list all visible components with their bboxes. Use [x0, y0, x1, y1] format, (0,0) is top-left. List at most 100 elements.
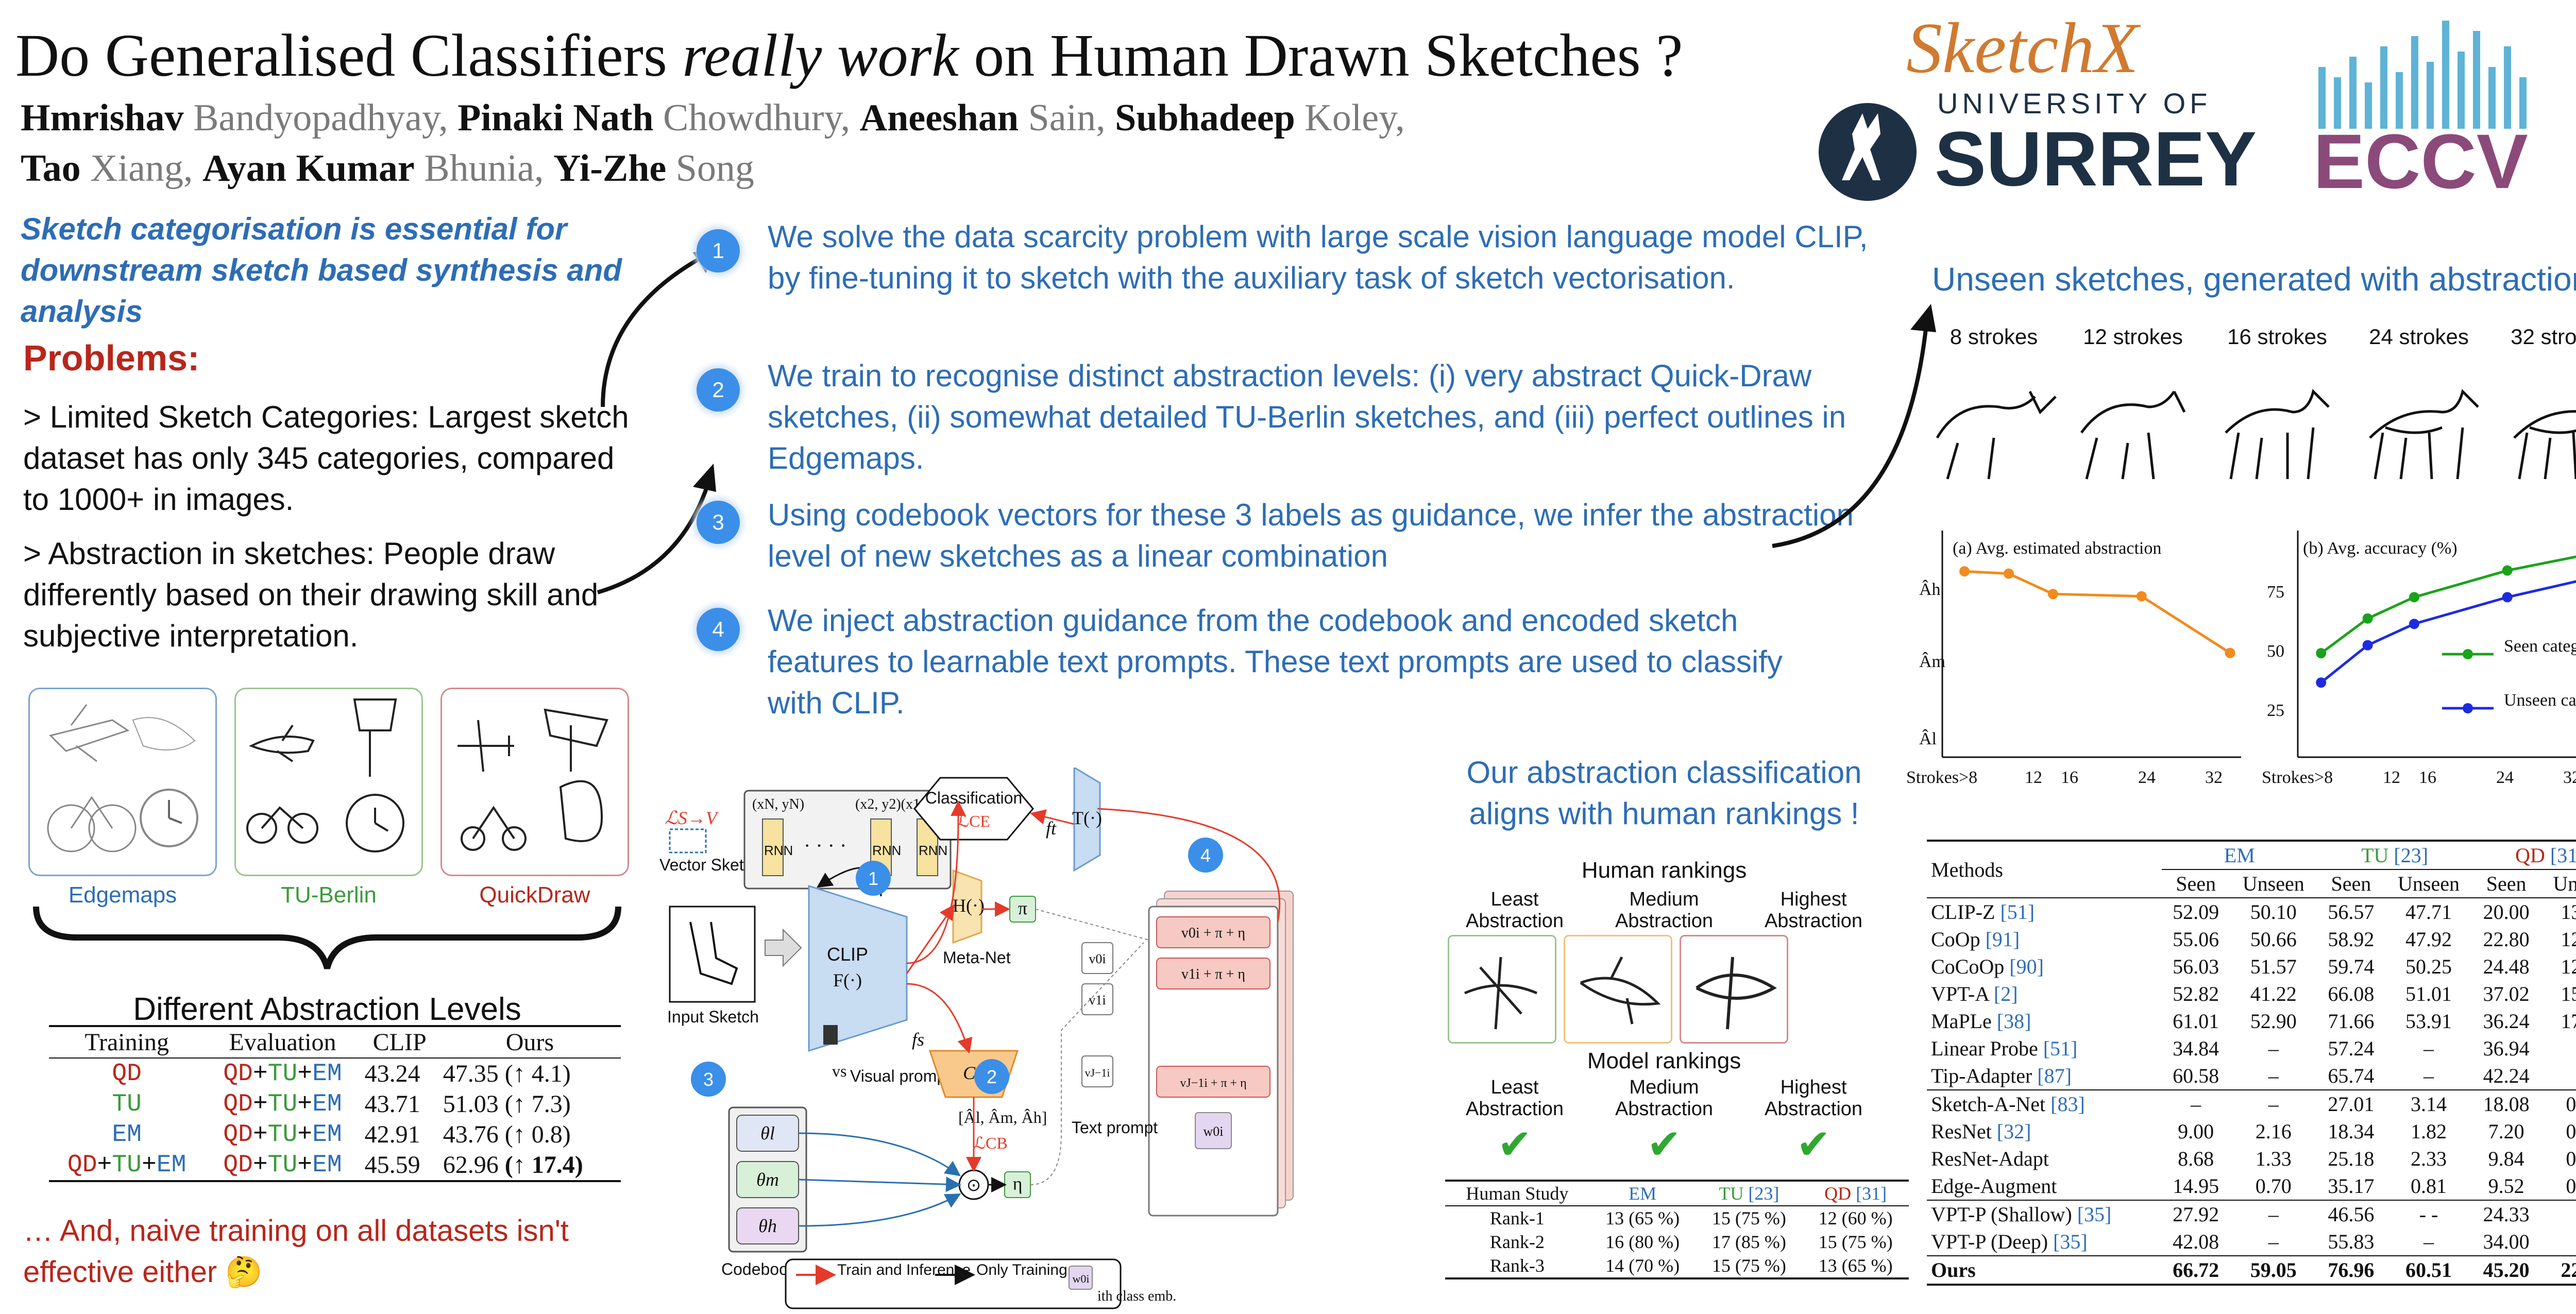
- step-2-text: We train to recognise distinct abstracti…: [768, 359, 1846, 475]
- diagram-badge-3: 3: [703, 1069, 714, 1090]
- rnn-2-label: RNN: [872, 843, 901, 858]
- model-col-highest: Highest Abstraction: [1764, 1077, 1863, 1120]
- stroke-label-8: 8 strokes: [1950, 325, 2038, 349]
- col-ours: Ours: [505, 1029, 554, 1056]
- text-prompt-label: Text prompt: [1072, 1118, 1158, 1137]
- problems-heading: Problems:: [23, 338, 200, 378]
- chart-a-xtick-24: 24: [2138, 768, 2156, 787]
- abstraction-levels-label: Different Abstraction Levels: [133, 992, 521, 1027]
- step-badge-3: 3: [697, 501, 740, 544]
- problem-2: > Abstraction in sketches: People draw d…: [23, 536, 599, 653]
- pi-label: π: [1018, 898, 1027, 918]
- human-col-medium: Medium Abstraction: [1615, 889, 1714, 932]
- v1-label: v1i: [1089, 993, 1106, 1008]
- boot-sketch-icon: [689, 921, 738, 985]
- naive-training-note: … And, naive training on all datasets is…: [23, 1214, 569, 1289]
- quickdraw-label: QuickDraw: [479, 882, 590, 908]
- stroke-label-12: 12 strokes: [2083, 325, 2183, 349]
- chart-a-xtick-16: 16: [2061, 768, 2078, 787]
- meta-net-label: Meta-Net: [943, 948, 1011, 967]
- poster-title: Do Generalised Classifiers really work o…: [15, 22, 1683, 89]
- clip-encoder-block: [808, 884, 908, 1052]
- chart-b-xtick-12: 12: [2383, 768, 2400, 787]
- legend-train-label: Train and Inference: [837, 1261, 971, 1278]
- step-badge-1: 1: [697, 229, 740, 272]
- check-icon: ✔: [1497, 1121, 1532, 1167]
- chart-a-marks-series-0-point-2: [2047, 589, 2058, 600]
- sketchx-text: SketchX: [1906, 8, 2141, 88]
- tp1-label: v1i + π + η: [1181, 966, 1245, 982]
- abstraction-examples: Edgemaps TU-Berlin QuickDraw: [28, 688, 629, 908]
- ranking-sketch-medium: [1564, 935, 1672, 1044]
- legend-unseen-label: Unseen categories: [2504, 691, 2576, 710]
- edgemaps-label: Edgemaps: [68, 882, 177, 908]
- text-encoder-block: [1073, 767, 1101, 872]
- chart-b-marks-series-0-point-1: [2362, 613, 2373, 624]
- w0-label: w0i: [1204, 1124, 1224, 1139]
- legend-only-label: Only Training: [976, 1261, 1067, 1278]
- stroke-label-32: 32 strokes: [2511, 325, 2576, 349]
- flow-arrows: [597, 247, 719, 594]
- chart-b-xtick-16: 16: [2419, 768, 2436, 787]
- input-sketch-box: [669, 906, 756, 1003]
- model-rankings-label: Model rankings: [1587, 1048, 1741, 1073]
- ft-label: ft: [1046, 818, 1057, 839]
- legend-class-label: ith class emb.: [1097, 1288, 1176, 1304]
- stroke-progression: 8 strokes 12 strokes 16 strokes 24 strok…: [1927, 325, 2576, 494]
- eccv-logo: ECCV: [2313, 21, 2528, 204]
- chart-b-marks-series-0-point-0: [2316, 648, 2327, 659]
- theta-l-label: θl: [760, 1123, 775, 1144]
- check-icon: ✔: [1647, 1121, 1682, 1167]
- airplane-sketch-icon: [1696, 957, 1777, 1030]
- tp0-label: v0i + π + η: [1181, 925, 1245, 941]
- table-row: VPT-P (Shallow) [35]27.92–46.56- -24.33–: [1931, 1203, 2530, 1226]
- ranking-sketch-highest: [1680, 935, 1788, 1044]
- step-badge-2: 2: [697, 368, 740, 412]
- stroke-label-16: 16 strokes: [2227, 325, 2327, 349]
- chart-b-xtick-24: 24: [2496, 768, 2514, 787]
- chart-b-marks-series-1-point-1: [2362, 640, 2373, 651]
- problem-1: > Limited Sketch Categories: Largest ske…: [23, 400, 629, 517]
- diagram-badge-4: 4: [1200, 845, 1211, 866]
- clip-f-label: F(·): [833, 970, 862, 991]
- chart-a-ytick-l: Âl: [1919, 729, 1937, 748]
- author-list: Hmrishav Bandyopadhyay, Pinaki Nath Chow…: [21, 97, 1405, 190]
- edgemaps-box: Edgemaps: [28, 688, 217, 908]
- eta-label: η: [1013, 1173, 1023, 1194]
- classification-label: Classification: [925, 789, 1023, 807]
- ranking-sketch-least: [1448, 935, 1556, 1044]
- airplane-sketch-icon: [1464, 957, 1537, 1030]
- tpj-label: vJ−1i + π + η: [1180, 1077, 1246, 1090]
- abstraction-vector-label: [Âl, Âm, Âh]: [958, 1108, 1047, 1127]
- table-row: CoCoOp [90]56.0351.5759.7450.2524.4812.6…: [1931, 955, 2576, 978]
- input-sketch-label: Input Sketch: [667, 1008, 759, 1026]
- sketchx-logo: SketchX: [1906, 8, 2141, 88]
- tu-berlin-box: TU-Berlin: [234, 688, 423, 908]
- loss-cb-label: ℒCB: [974, 1134, 1008, 1152]
- tu-berlin-sketches-icon: [246, 698, 404, 852]
- legend-w0-label: w0i: [1073, 1272, 1090, 1285]
- rnn-1-label: RNN: [764, 843, 793, 858]
- classification-node: [913, 777, 1034, 841]
- chart-b-xtick-8: Strokes>8: [2262, 768, 2333, 787]
- v0-label: v0i: [1089, 951, 1106, 966]
- model-col-medium: Medium Abstraction: [1615, 1077, 1714, 1120]
- coord-n: (xN, yN): [752, 796, 804, 812]
- table-row: TU QD+TU+EM 43.71 51.03 (↑ 7.3): [112, 1090, 571, 1118]
- chart-b-marks-series-1-point-3: [2502, 592, 2513, 603]
- visual-prompt-token: [823, 1025, 838, 1045]
- check-icon: ✔: [1796, 1121, 1831, 1167]
- human-col-highest: Highest Abstraction: [1764, 889, 1863, 932]
- quickdraw-sketches-icon: [457, 708, 608, 851]
- loss-ce-label: ℒCE: [957, 812, 990, 830]
- chart-a-ytick-m: Âm: [1919, 652, 1945, 671]
- step-badge-4: 4: [697, 608, 740, 651]
- h-label: H(·): [953, 895, 985, 916]
- chart-b-marks-series-1-line: [2320, 580, 2576, 684]
